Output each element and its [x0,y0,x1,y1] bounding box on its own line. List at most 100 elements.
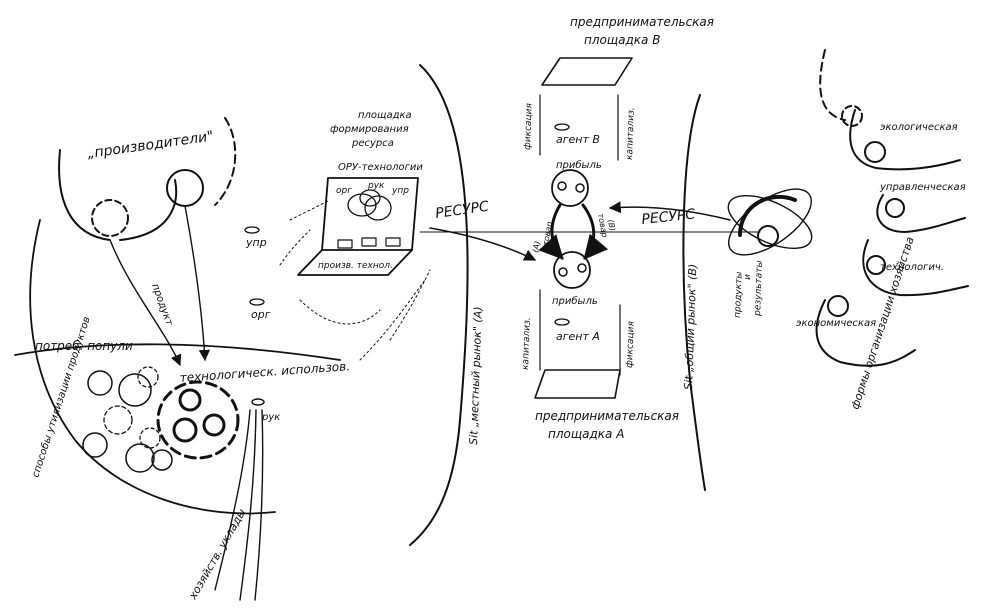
util-bubble-2 [118,373,152,407]
managerial-curve [876,194,966,233]
products-results-2: и [743,274,753,280]
economic-label: экономическая [796,318,876,329]
result-orbit-1 [728,188,812,256]
goods-right-label: товар [596,213,609,238]
market-region: Sit „местный рынок" (А) Sit „общий рынок… [409,64,761,546]
org-agent-label: орг [251,308,271,321]
technological-label: технологич. [880,262,944,273]
exchange-dot-top-2 [575,183,585,193]
util-bubble-5 [82,432,108,458]
exchange-dot-top-1 [557,181,567,191]
platform-title-1: площадка [358,110,412,121]
platform-b-shape [541,57,633,86]
resource-left-arrow [429,227,537,261]
producer-curve-mid [119,179,178,241]
prod-tech-label: произв. технол. [318,261,393,271]
oru-ellipse-2 [364,195,392,221]
util-bubble-7 [139,427,161,449]
fixation-top-label: фиксация [523,102,535,150]
managerial-label: управленческая [879,182,966,193]
tech-use-region: технологическ. использов. рук хозяйств. … [156,359,350,602]
util-bubble-6 [125,443,155,473]
mark-right-label: (В) [606,219,617,232]
capitaliz-top-label: капитализ. [625,107,637,160]
platform-b-region: предпринимательская площадка В фиксация … [523,15,714,171]
platform-title-2: формирования [330,124,409,135]
resource-left-label: РЕСУРС [434,199,490,222]
dotted-link-3 [299,299,381,325]
producer-bubble-solid [166,169,204,207]
exchange-core: товар товар (А) (В) [531,169,617,289]
economic-structures-label: хозяйств. уклады [186,506,249,602]
platform-a-region: прибыль агент А капитализ. фиксация пред… [521,289,679,441]
agent-b-halo [554,123,570,131]
util-bubble-4 [103,405,133,435]
ruk-halo [251,398,265,406]
common-market-label: Sit „общий рынок" (В) [682,264,699,391]
resource-platform-region: площадка формирования ресурса ОРУ-технол… [244,110,431,361]
dotted-link-2 [279,229,311,266]
oru-ruk-label: рук [367,181,385,191]
forms-region: продукты и результаты экологическая упра… [727,49,969,411]
ecological-label: экологическая [880,122,958,133]
product-arrow-1 [109,239,182,367]
exchange-circle-bottom [553,251,591,289]
managerial-bubble [885,198,905,218]
exchange-dot-bottom-2 [577,263,587,273]
org-agent-halo [249,298,265,306]
tech-circle-1 [178,388,202,412]
agent-b-label: агент В [556,133,600,146]
product-label: продукт [149,282,175,328]
agent-a-label: агент А [556,330,600,343]
result-arc-bold [738,194,797,237]
consumer-outer-curve [29,219,276,515]
goods-left-label: товар [541,221,554,246]
producer-curve-left [58,149,111,241]
platform-a-shape [534,369,621,399]
platform-b-title-2: площадка В [584,33,660,47]
profit-bottom-label: прибыль [552,295,598,307]
fixation-bottom-label: фиксация [625,320,637,368]
profit-top-label: прибыль [556,159,602,171]
oru-tech-label: ОРУ-технологии [338,162,423,173]
local-market-label: Sit „местный рынок" (А) [467,306,485,445]
economic-curve [815,299,916,367]
oru-upr-label: упр [391,186,409,196]
structure-line-1 [214,409,251,591]
eco-bubble [864,141,886,163]
goods-flow-right [581,203,609,260]
oru-org-label: орг [336,186,352,196]
util-bubble-3 [137,366,159,388]
platform-b-title-1: предпринимательская [570,15,714,29]
local-market-curve [409,64,469,546]
structure-line-2 [239,409,257,601]
common-market-curve [682,94,706,491]
producer-curve-right [214,117,237,206]
upr-agent-halo [244,226,260,234]
oru-ellipse-3 [359,189,381,207]
dotted-link-4 [389,269,431,341]
exchange-dot-bottom-1 [558,267,568,277]
producers-region: „производители" [58,117,237,241]
tech-box-2 [361,237,377,247]
structure-line-3 [254,409,264,601]
tech-box-1 [337,239,353,249]
products-results-3: результаты [753,260,765,317]
ruk-label-left: рук [261,412,280,423]
resource-right-arrow [608,201,731,221]
tech-use-label: технологическ. использов. [179,359,350,385]
eco-dashed-bubble [841,105,863,127]
result-orbit-2 [727,195,813,249]
util-bubble-8 [151,449,173,471]
technological-bubble [866,255,886,275]
eco-dashed-curve [819,49,846,121]
platform-a-title-2: площадка А [548,427,624,441]
producer-bubble-dashed [91,199,129,237]
dotted-link-1 [289,199,331,221]
agent-a-halo [554,318,570,326]
technological-curve [862,239,969,297]
tech-box-3 [385,237,401,247]
consumer-populations-label: потреб. попули [35,339,133,353]
tech-circle-2 [172,417,198,443]
platform-a-title-1: предпринимательская [535,409,679,423]
